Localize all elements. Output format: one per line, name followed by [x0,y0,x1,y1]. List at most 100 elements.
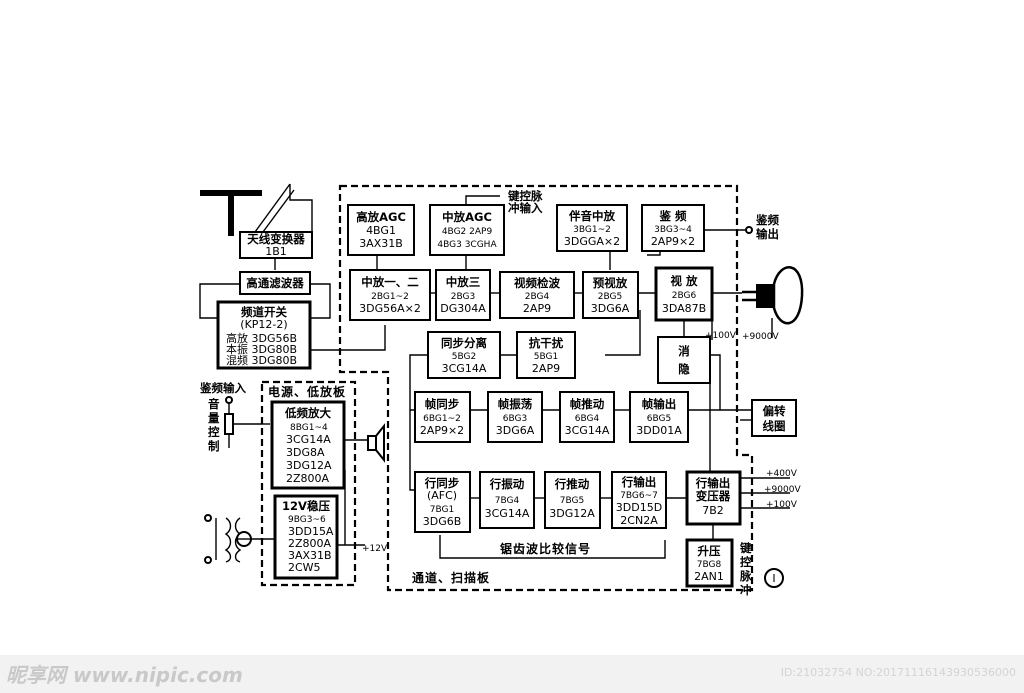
noise-cancel-line: 5BG1 [534,352,558,362]
audio-amp-line: 2Z800A [286,472,330,485]
vert-osc-line: 帧振荡 [498,397,533,411]
vert-out-line: 6BG5 [647,414,671,424]
if-amp-3-line: 中放三 [446,275,481,289]
discriminator-line: 2AP9×2 [651,235,695,248]
disc-out-label: 鉴频 [755,213,779,227]
sound-if-line: 3DGGA×2 [564,235,620,248]
v9000-label: +9000V [764,485,801,495]
yoke-line: 线圈 [763,419,786,433]
tuner-line: (KP12-2) [240,318,287,331]
flyback-line: 变压器 [696,489,731,503]
if-amp-12-line: 中放一、二 [361,275,419,289]
board-number-circle [764,568,784,588]
vert-osc-block: 帧振荡 6BG3 3DG6A [487,391,543,443]
blanking-block: 消 隐 [657,336,711,384]
v12-label: +12V [362,544,388,554]
v100-label: +100V [705,331,737,341]
video-amp-line: 2BG6 [672,291,697,301]
horiz-afc-line: 7BG1 [430,505,454,515]
sound-if-line: 伴音中放 [568,209,615,223]
video-amp-block: 视 放 2BG6 3DA87B [654,266,714,322]
scan-board-label: 通道、扫描板 [412,570,490,585]
noise-cancel-line: 2AP9 [532,362,560,375]
antenna-switch-line: 天线变换器 [247,232,305,246]
regulator-line: 12V稳压 [282,499,330,513]
flyback-line: 行输出 [695,476,731,490]
if-amp-agc-block: 中放AGC 4BG2 2AP9 4BG3 3CGHA [429,204,505,256]
sound-if-line: 3BG1~2 [573,225,611,235]
noise-cancel-line: 抗干扰 [529,336,564,350]
horiz-osc-line: 行振动 [489,477,525,491]
tuner-line: 混频 3DG80B [226,353,297,367]
tuner-line: 高放 3DG56B [226,331,297,345]
blanking-line: 隐 [678,362,690,376]
v400-label: +400V [766,469,798,479]
if-amp-agc-line: 4BG3 3CGHA [437,240,497,250]
horiz-afc-line: (AFC) [427,489,457,502]
regulator-block: 12V稳压 9BG3~6 3DD15A 2Z800A 3AX31B 2CW5 [273,494,339,580]
key-pulse-in-label: 键控脉 [507,189,543,203]
vert-out-line: 帧输出 [642,397,677,411]
regulator-line: 3AX31B [288,549,332,562]
transformer-icon [204,514,252,564]
vert-osc-line: 6BG3 [503,414,527,424]
volume-label: 音 [208,397,220,411]
disc-out-terminal [745,226,753,234]
vert-out-block: 帧输出 6BG5 3DD01A [629,391,689,443]
sync-sep-line: 5BG2 [452,352,476,362]
horiz-drive-line: 3DG12A [549,507,595,520]
horiz-out-line: 3DD15D [616,501,662,514]
watermark-bar [0,655,1024,693]
flyback-line: 7B2 [702,504,724,517]
horiz-drive-block: 行推动 7BG5 3DG12A [544,471,601,529]
flyback-block: 行输出 变压器 7B2 [685,470,742,526]
boost-line: 2AN1 [694,570,724,583]
if-amp-3-line: DG304A [440,302,486,315]
boost-line: 7BG8 [697,560,722,570]
vert-drive-line: 6BG4 [575,414,600,424]
key-pulse-label: 冲 [740,583,752,597]
audio-amp-block: 低频放大 8BG1~4 3CG14A 3DG8A 3DG12A 2Z800A [270,400,346,490]
if-agc-block: 高放AGC 4BG1 3AX31B [347,204,415,256]
video-detector-line: 视频检波 [514,276,560,290]
horiz-osc-block: 行振动 7BG4 3CG14A [479,471,535,529]
video-preamp-line: 预视放 [593,276,628,290]
vert-sync-block: 帧同步 6BG1~2 2AP9×2 [414,391,471,443]
vert-drive-line: 3CG14A [565,424,610,437]
board-number-label: Ⅰ [772,572,775,585]
vert-osc-line: 3DG6A [496,424,535,437]
tuner-line: 频道开关 [241,305,287,319]
if-amp-3-block: 中放三 2BG3 DG304A [435,269,491,321]
vert-sync-line: 2AP9×2 [420,424,464,437]
key-pulse-in-label: 冲输入 [508,201,543,215]
vert-out-line: 3DD01A [636,424,682,437]
horiz-out-line: 7BG6~7 [620,491,658,501]
if-amp-12-line: 2BG1~2 [371,292,409,302]
if-agc-line: 高放AGC [356,210,406,224]
discriminator-line: 鉴 频 [658,209,687,223]
boost-block: 升压 7BG8 2AN1 [685,538,734,588]
video-preamp-line: 2BG5 [598,292,622,302]
video-detector-block: 视频检波 2BG4 2AP9 [499,271,575,319]
horiz-osc-line: 7BG4 [495,496,520,506]
horiz-afc-block: 行同步 (AFC) 7BG1 3DG6B [414,471,471,533]
tuner-block: 频道开关 (KP12-2) 高放 3DG56B 本振 3DG80B 混频 3DG… [216,300,312,370]
vert-drive-line: 帧推动 [570,397,605,411]
horiz-out-line: 2CN2A [620,514,658,527]
regulator-line: 2Z800A [288,537,332,550]
regulator-line: 9BG3~6 [288,515,326,525]
yoke-line: 偏转 [763,404,786,418]
video-amp-line: 视 放 [670,274,698,288]
antenna-switch-line: 1B1 [265,245,287,258]
yoke-block: 偏转 线圈 [751,399,797,437]
watermark-brand: 昵享网 www.nipic.com [6,663,243,687]
power-board-outline [260,380,357,587]
horiz-afc-line: 3DG6B [423,515,462,528]
vert-sync-line: 帧同步 [425,397,460,411]
video-amp-line: 3DA87B [662,302,706,315]
crt-icon [742,266,804,325]
video-preamp-line: 3DG6A [591,302,630,315]
sync-sep-line: 3CG14A [442,362,487,375]
audio-amp-line: 8BG1~4 [290,423,328,433]
noise-cancel-block: 抗干扰 5BG1 2AP9 [516,331,576,379]
